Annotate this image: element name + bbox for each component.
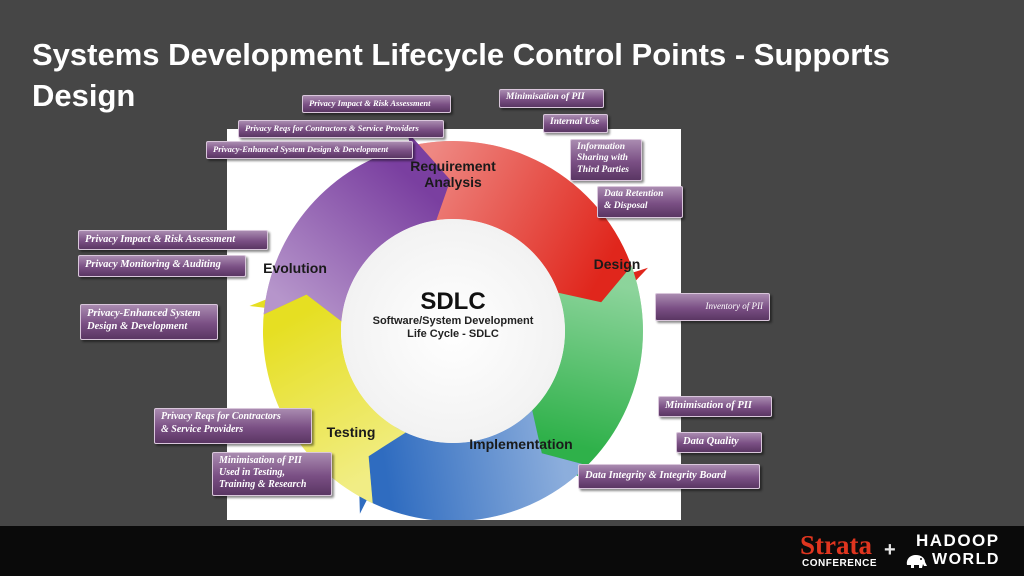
tag-inventory-pii: Inventory of PII <box>655 293 770 321</box>
tag-minimisation-testing: Minimisation of PII Used in Testing, Tra… <box>212 452 332 496</box>
tag-privacy-enhanced-left: Privacy-Enhanced System Design & Develop… <box>80 304 218 340</box>
tag-privacy-reqs-top: Privacy Reqs for Contractors & Service P… <box>238 120 444 138</box>
tag-privacy-impact-left: Privacy Impact & Risk Assessment <box>78 230 268 250</box>
phase-label-implementation: Implementation <box>469 436 572 452</box>
logo-hadoop-text: HADOOP <box>916 531 1000 550</box>
phase-label-testing: Testing <box>327 424 376 440</box>
slide-title: Systems Development Lifecycle Control Po… <box>32 34 992 116</box>
tag-internal-use: Internal Use <box>543 114 608 133</box>
phase-label-requirement-line1: Requirement <box>410 158 496 174</box>
logo-strata-text: Strata <box>800 530 872 560</box>
tag-data-integrity: Data Integrity & Integrity Board <box>578 464 760 489</box>
cycle-segment-shade-design <box>519 266 643 481</box>
phase-label-design: Design <box>594 256 641 272</box>
tag-information-sharing: Information Sharing with Third Parties <box>570 139 642 181</box>
tag-privacy-reqs-bottom: Privacy Reqs for Contractors & Service P… <box>154 408 312 444</box>
cycle-segment-shade-testing <box>249 281 406 504</box>
cycle-segment-shade-requirement <box>403 141 648 316</box>
tag-data-quality: Data Quality <box>676 432 762 453</box>
phase-label-requirement-line2: Analysis <box>424 174 482 190</box>
logo-conference-text: CONFERENCE <box>802 558 878 569</box>
elephant-icon <box>906 555 927 568</box>
tag-minimisation-right: Minimisation of PII <box>658 396 772 417</box>
tag-privacy-enhanced-top: Privacy-Enhanced System Design & Develop… <box>206 141 413 159</box>
sdlc-cycle-diagram: SDLC Software/System Development Life Cy… <box>249 131 648 520</box>
tag-minimisation-top: Minimisation of PII <box>499 89 604 108</box>
cycle-segment-shade-implementation <box>358 410 588 520</box>
sdlc-diagram-panel: SDLC Software/System Development Life Cy… <box>227 129 681 520</box>
sdlc-subtitle-line2: Life Cycle - SDLC <box>407 328 499 340</box>
logo-plus: + <box>884 539 896 561</box>
tag-privacy-impact-top: Privacy Impact & Risk Assessment <box>302 95 451 113</box>
footer-bar: Strata CONFERENCE + HADOOP WORLD <box>0 526 1024 576</box>
tag-privacy-monitoring: Privacy Monitoring & Auditing <box>78 255 246 277</box>
slide-title-line2: Design <box>32 78 136 113</box>
phase-label-evolution: Evolution <box>263 260 327 276</box>
strata-hadoop-world-logo: Strata CONFERENCE + HADOOP WORLD <box>800 531 1010 571</box>
sdlc-title: SDLC <box>420 288 485 315</box>
slide-title-line1: Systems Development Lifecycle Control Po… <box>32 37 890 72</box>
tag-data-retention: Data Retention & Disposal <box>597 186 683 218</box>
sdlc-subtitle-line1: Software/System Development <box>373 315 534 327</box>
cycle-center <box>341 219 565 443</box>
cycle-segment-shade-evolution <box>263 131 451 322</box>
logo-world-text: WORLD <box>932 551 1000 568</box>
